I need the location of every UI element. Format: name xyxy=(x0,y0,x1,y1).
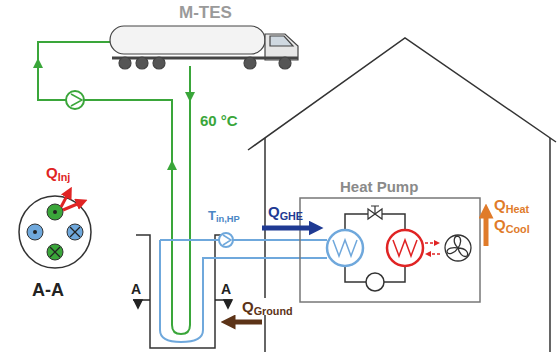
condenser xyxy=(387,230,423,266)
heat-transfer-arrow xyxy=(428,253,440,255)
flow-arrowhead xyxy=(185,92,195,102)
flow-arrowhead xyxy=(33,58,43,68)
section-label: A-A xyxy=(32,280,64,301)
borehole xyxy=(136,235,230,348)
heat-flow-arrow xyxy=(228,320,262,325)
heat-transfer-arrow xyxy=(425,242,437,244)
flow-arrowhead xyxy=(167,160,177,170)
heat-pump-housing xyxy=(300,198,480,302)
pump-symbol xyxy=(66,91,84,109)
heat-flow-arrow xyxy=(484,211,489,246)
node-title: M-TES xyxy=(179,4,232,23)
section-mark-label: A xyxy=(131,281,141,297)
sensor-label: Tin,HP xyxy=(208,209,240,224)
section-mark-label: A xyxy=(221,281,231,297)
heat-flow-label: QHeat xyxy=(494,196,529,213)
heat-flow-label: QGHE xyxy=(268,203,303,220)
heat-flow-label: QInj xyxy=(46,164,70,181)
borehole-section xyxy=(19,196,91,268)
heat-flow-label: QCool xyxy=(494,216,530,233)
truck-node: M-TES xyxy=(110,2,300,72)
truck xyxy=(110,26,298,69)
heat-flow-label: QGround xyxy=(240,298,295,315)
evaporator xyxy=(327,230,363,266)
section-mark xyxy=(133,300,232,308)
fan-symbol xyxy=(445,235,471,261)
pump-symbol xyxy=(219,233,233,247)
heat-pump-box: Heat Pump xyxy=(300,178,480,302)
temperature-label: 60 °C xyxy=(200,112,238,129)
injection-arrow xyxy=(63,202,82,210)
compressor xyxy=(366,273,384,291)
node-title: Heat Pump xyxy=(340,179,418,196)
injection-arrow xyxy=(61,192,69,207)
heat-flow-arrow xyxy=(262,226,316,231)
expansion-valve xyxy=(371,206,379,214)
ground-loop xyxy=(160,240,327,342)
